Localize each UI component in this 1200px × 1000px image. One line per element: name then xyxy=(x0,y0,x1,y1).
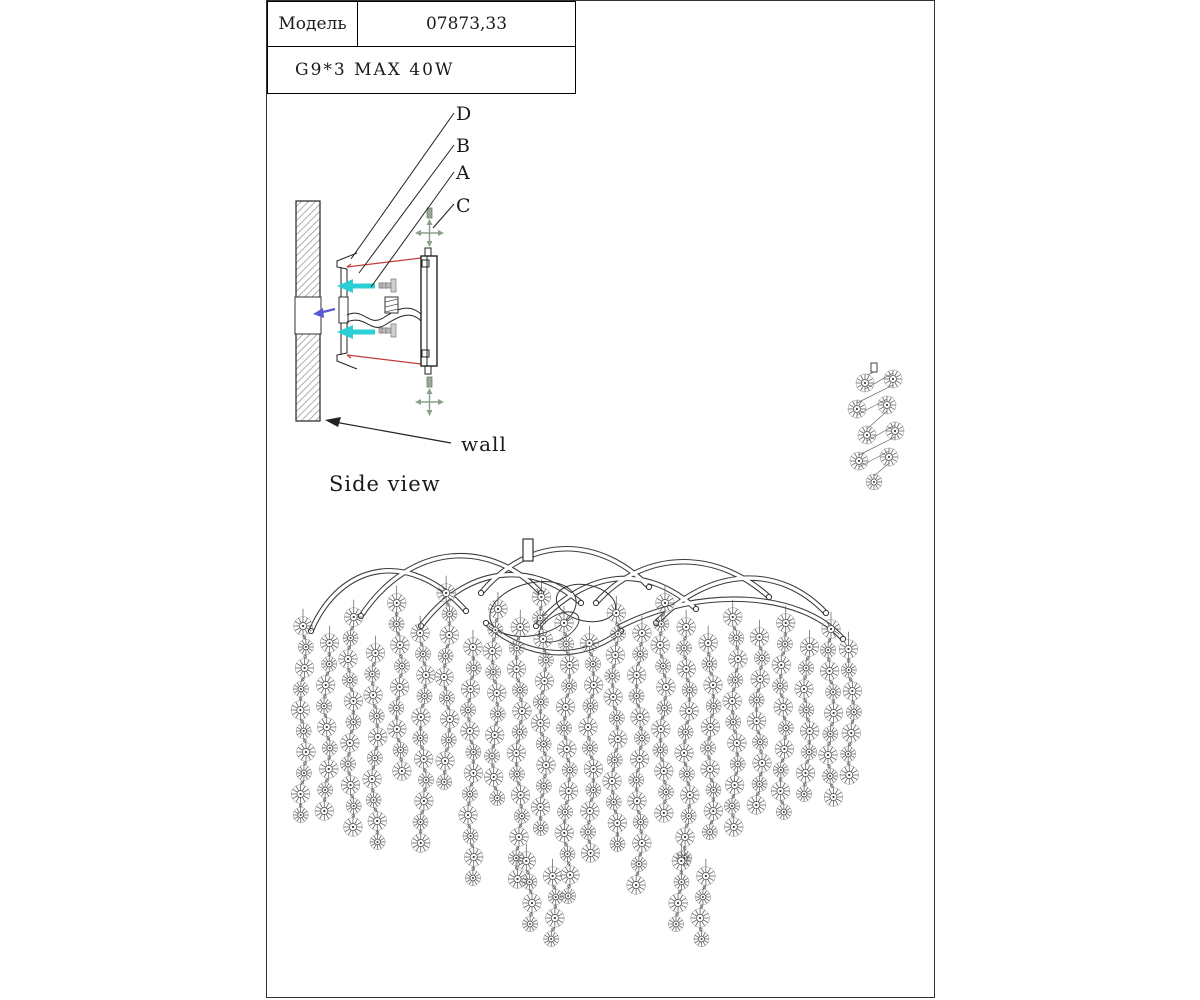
screw-icon xyxy=(378,278,397,293)
label-a: A xyxy=(456,162,470,184)
lamp-body-outline xyxy=(346,257,422,365)
page-frame: Модель 07873,33 G9*3 MAX 40W xyxy=(266,0,935,998)
mounting-bracket xyxy=(336,252,358,370)
screw-icon xyxy=(378,323,397,338)
model-label-cell: Модель xyxy=(267,1,358,47)
chandelier-drawing xyxy=(290,538,862,947)
model-value-cell: 07873,33 xyxy=(357,1,576,47)
wall-arrow xyxy=(325,417,452,444)
crystal-strand-sample xyxy=(847,362,905,491)
anchor-arrow-icon xyxy=(337,325,375,339)
anchor-arrow-icon xyxy=(337,279,375,293)
leader-line-a xyxy=(370,171,455,288)
leader-line-d xyxy=(350,112,455,260)
label-d: D xyxy=(456,103,472,125)
screw-cross-icon-top xyxy=(415,207,444,247)
label-c: C xyxy=(456,195,471,217)
screw-cross-icon-bottom xyxy=(415,376,444,416)
terminal-block xyxy=(384,296,399,314)
side-view-diagram xyxy=(294,112,455,444)
lamp-spec: G9*3 MAX 40W xyxy=(295,60,455,80)
wall-hatch xyxy=(294,200,322,422)
recessed-box xyxy=(294,296,322,335)
model-value: 07873,33 xyxy=(425,14,508,34)
label-b: B xyxy=(456,135,470,157)
side-view-caption: Side view xyxy=(329,472,441,496)
leader-line-c xyxy=(432,203,455,229)
wall-label: wall xyxy=(461,432,507,456)
spec-cell: G9*3 MAX 40W xyxy=(267,46,576,94)
model-label: Модель xyxy=(278,14,347,34)
wire-arrow-icon xyxy=(313,307,336,318)
canopy-plate xyxy=(420,247,438,375)
leader-line-b xyxy=(358,144,455,274)
wire xyxy=(346,307,422,328)
